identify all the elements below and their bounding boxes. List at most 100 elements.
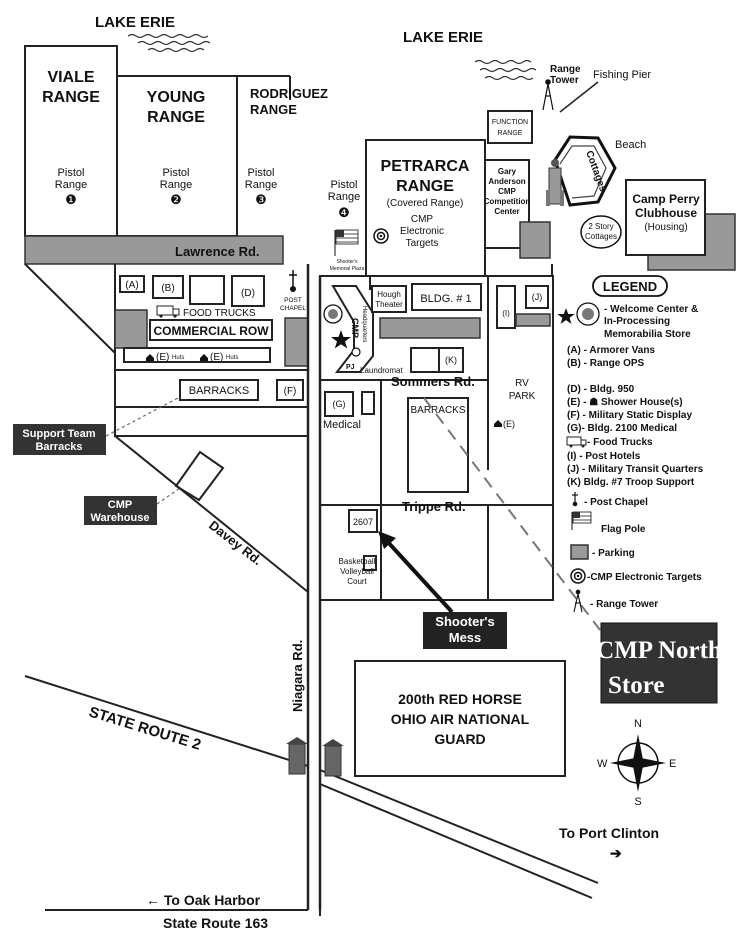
store-route-dashed	[423, 397, 601, 631]
cmp-targets-3: Targets	[406, 238, 439, 249]
compass-s: S	[634, 796, 641, 808]
legend-seal-icon	[576, 302, 600, 326]
post-chapel-label-2: CHAPEL	[280, 305, 306, 312]
parking-bldg1	[379, 317, 481, 339]
welcome-center-seal-icon	[323, 304, 343, 324]
legend-chapel-icon	[572, 492, 578, 507]
legend-item-2: Memorabilia Store	[604, 329, 691, 340]
warehouse-label-2: Warehouse	[91, 512, 150, 524]
bldg-b-label: (B)	[161, 283, 174, 294]
support-team-label-2: Barracks	[35, 441, 82, 453]
rv-park-label-2: PARK	[509, 391, 536, 402]
post-hotels	[496, 285, 516, 329]
water-waves-west	[127, 33, 211, 53]
pistol-range-3-b: Range	[245, 179, 277, 191]
clubhouse-label-2: Clubhouse	[635, 206, 697, 220]
basketball-label-3: Court	[347, 577, 367, 586]
pistol-range-2-b: Range	[160, 179, 192, 191]
legend-item-6: (E) - ☗ Shower House(s)	[567, 397, 683, 408]
to-oak-harbor-label: ← To Oak Harbor	[146, 892, 261, 908]
bldg-b	[152, 275, 184, 299]
huts-e-2: (E)	[210, 352, 223, 363]
basketball-label-2: Volleyball	[340, 567, 374, 576]
bldg-2607-label: 2607	[353, 517, 373, 527]
hough-label-2: Theater	[375, 300, 403, 309]
main-campus	[319, 275, 554, 601]
legend-food-truck-icon	[566, 436, 587, 448]
cmp-targets-1: CMP	[411, 214, 434, 225]
lake-erie-label-east: LAKE ERIE	[403, 29, 483, 46]
legend-item-12: (K) Bldg. #7 Troop Support	[567, 477, 695, 488]
legend-item-5: (D) - Bldg. 950	[567, 384, 635, 395]
food-truck-icon	[156, 305, 180, 318]
shower-icon-3	[494, 420, 502, 427]
parking-west-1	[114, 309, 148, 349]
legend-item-1: In-Processing	[604, 316, 670, 327]
medical-annex	[361, 391, 375, 415]
red-horse-building	[354, 660, 566, 777]
warehouse-pointer	[156, 487, 181, 505]
davey-rd-label: Davey Rd.	[206, 518, 265, 569]
pistol-number-3: ❸	[255, 192, 267, 207]
function-range-label-2: RANGE	[498, 130, 523, 137]
support-team-pointer	[105, 397, 179, 437]
red-horse-label-1: 200th RED HORSE	[398, 691, 522, 707]
cmp-hq-label-2: Headquarters	[361, 306, 367, 342]
support-team-box	[13, 424, 106, 455]
lighthouse-icon	[546, 159, 564, 206]
legend-item-15: - Parking	[592, 548, 635, 559]
legend-item-13: - Post Chapel	[584, 497, 648, 508]
cmp-warehouse	[174, 450, 225, 502]
warehouse-box	[84, 496, 157, 525]
gary-anderson-1: Gary	[498, 167, 517, 176]
range-tower-icon	[542, 79, 554, 111]
legend-parking-icon	[570, 544, 589, 560]
legend-star-icon	[557, 308, 575, 324]
pistol-range-3-a: Pistol	[248, 167, 275, 179]
pistol-number-4: ❹	[338, 205, 350, 220]
flag-icon-memorial	[334, 229, 359, 256]
bldg-g-label: (G)	[333, 399, 346, 409]
shooters-mess-bldg	[348, 509, 378, 533]
warehouse-label-1: CMP	[108, 499, 132, 511]
rodriguez-label-1: RODRIGUEZ	[250, 86, 328, 101]
legend-item-11: (J) - Military Transit Quarters	[567, 464, 704, 475]
troop-support-k	[438, 347, 464, 373]
petrarca-range	[365, 139, 486, 277]
commercial-row	[149, 319, 273, 341]
pistol-range-1-a: Pistol	[58, 167, 85, 179]
compass-rose-icon	[610, 734, 666, 792]
bldg-a-label: (A)	[125, 280, 138, 291]
huts-word-1: Huts	[172, 355, 184, 361]
basketball-label-1: Basketball	[339, 557, 376, 566]
barracks-west-label: BARRACKS	[189, 385, 250, 397]
legend-title-box	[592, 275, 668, 297]
post-chapel-icon	[290, 286, 296, 292]
two-story-label-2: Cottages	[585, 232, 617, 241]
support-team-label-1: Support Team	[22, 428, 95, 440]
parking-west-2	[284, 317, 309, 367]
function-range-label-1: FUNCTION	[492, 119, 528, 126]
cmp-headquarters	[331, 285, 374, 373]
bldg-d	[231, 275, 265, 307]
young-label-1: YOUNG	[147, 89, 206, 106]
red-horse-label-2: OHIO AIR NATIONAL	[391, 711, 530, 727]
bldg-k-label: (K)	[445, 355, 457, 365]
bldg-d-label: (D)	[241, 288, 255, 299]
gate-tower-icon-right	[322, 739, 344, 777]
huts-row	[123, 347, 271, 363]
niagara-rd-label: Niagara Rd.	[290, 640, 305, 712]
barracks-east-label: BARRACKS	[410, 405, 465, 416]
parking-gary	[519, 221, 551, 259]
rv-park-label-1: RV	[515, 378, 529, 389]
rodriguez-label-2: RANGE	[250, 102, 297, 117]
food-trucks-label: FOOD TRUCKS	[183, 308, 256, 319]
legend-item-0: - Welcome Center &	[604, 304, 698, 315]
pistol-range-2-a: Pistol	[163, 167, 190, 179]
bldg-1	[411, 283, 482, 311]
target-icon	[373, 228, 389, 244]
north-store-label-1: CMP North	[596, 637, 722, 664]
gary-anderson-5: Center	[494, 207, 519, 216]
legend-item-4: (B) - Range OPS	[567, 358, 645, 369]
bldg-f-label: (F)	[284, 386, 297, 397]
